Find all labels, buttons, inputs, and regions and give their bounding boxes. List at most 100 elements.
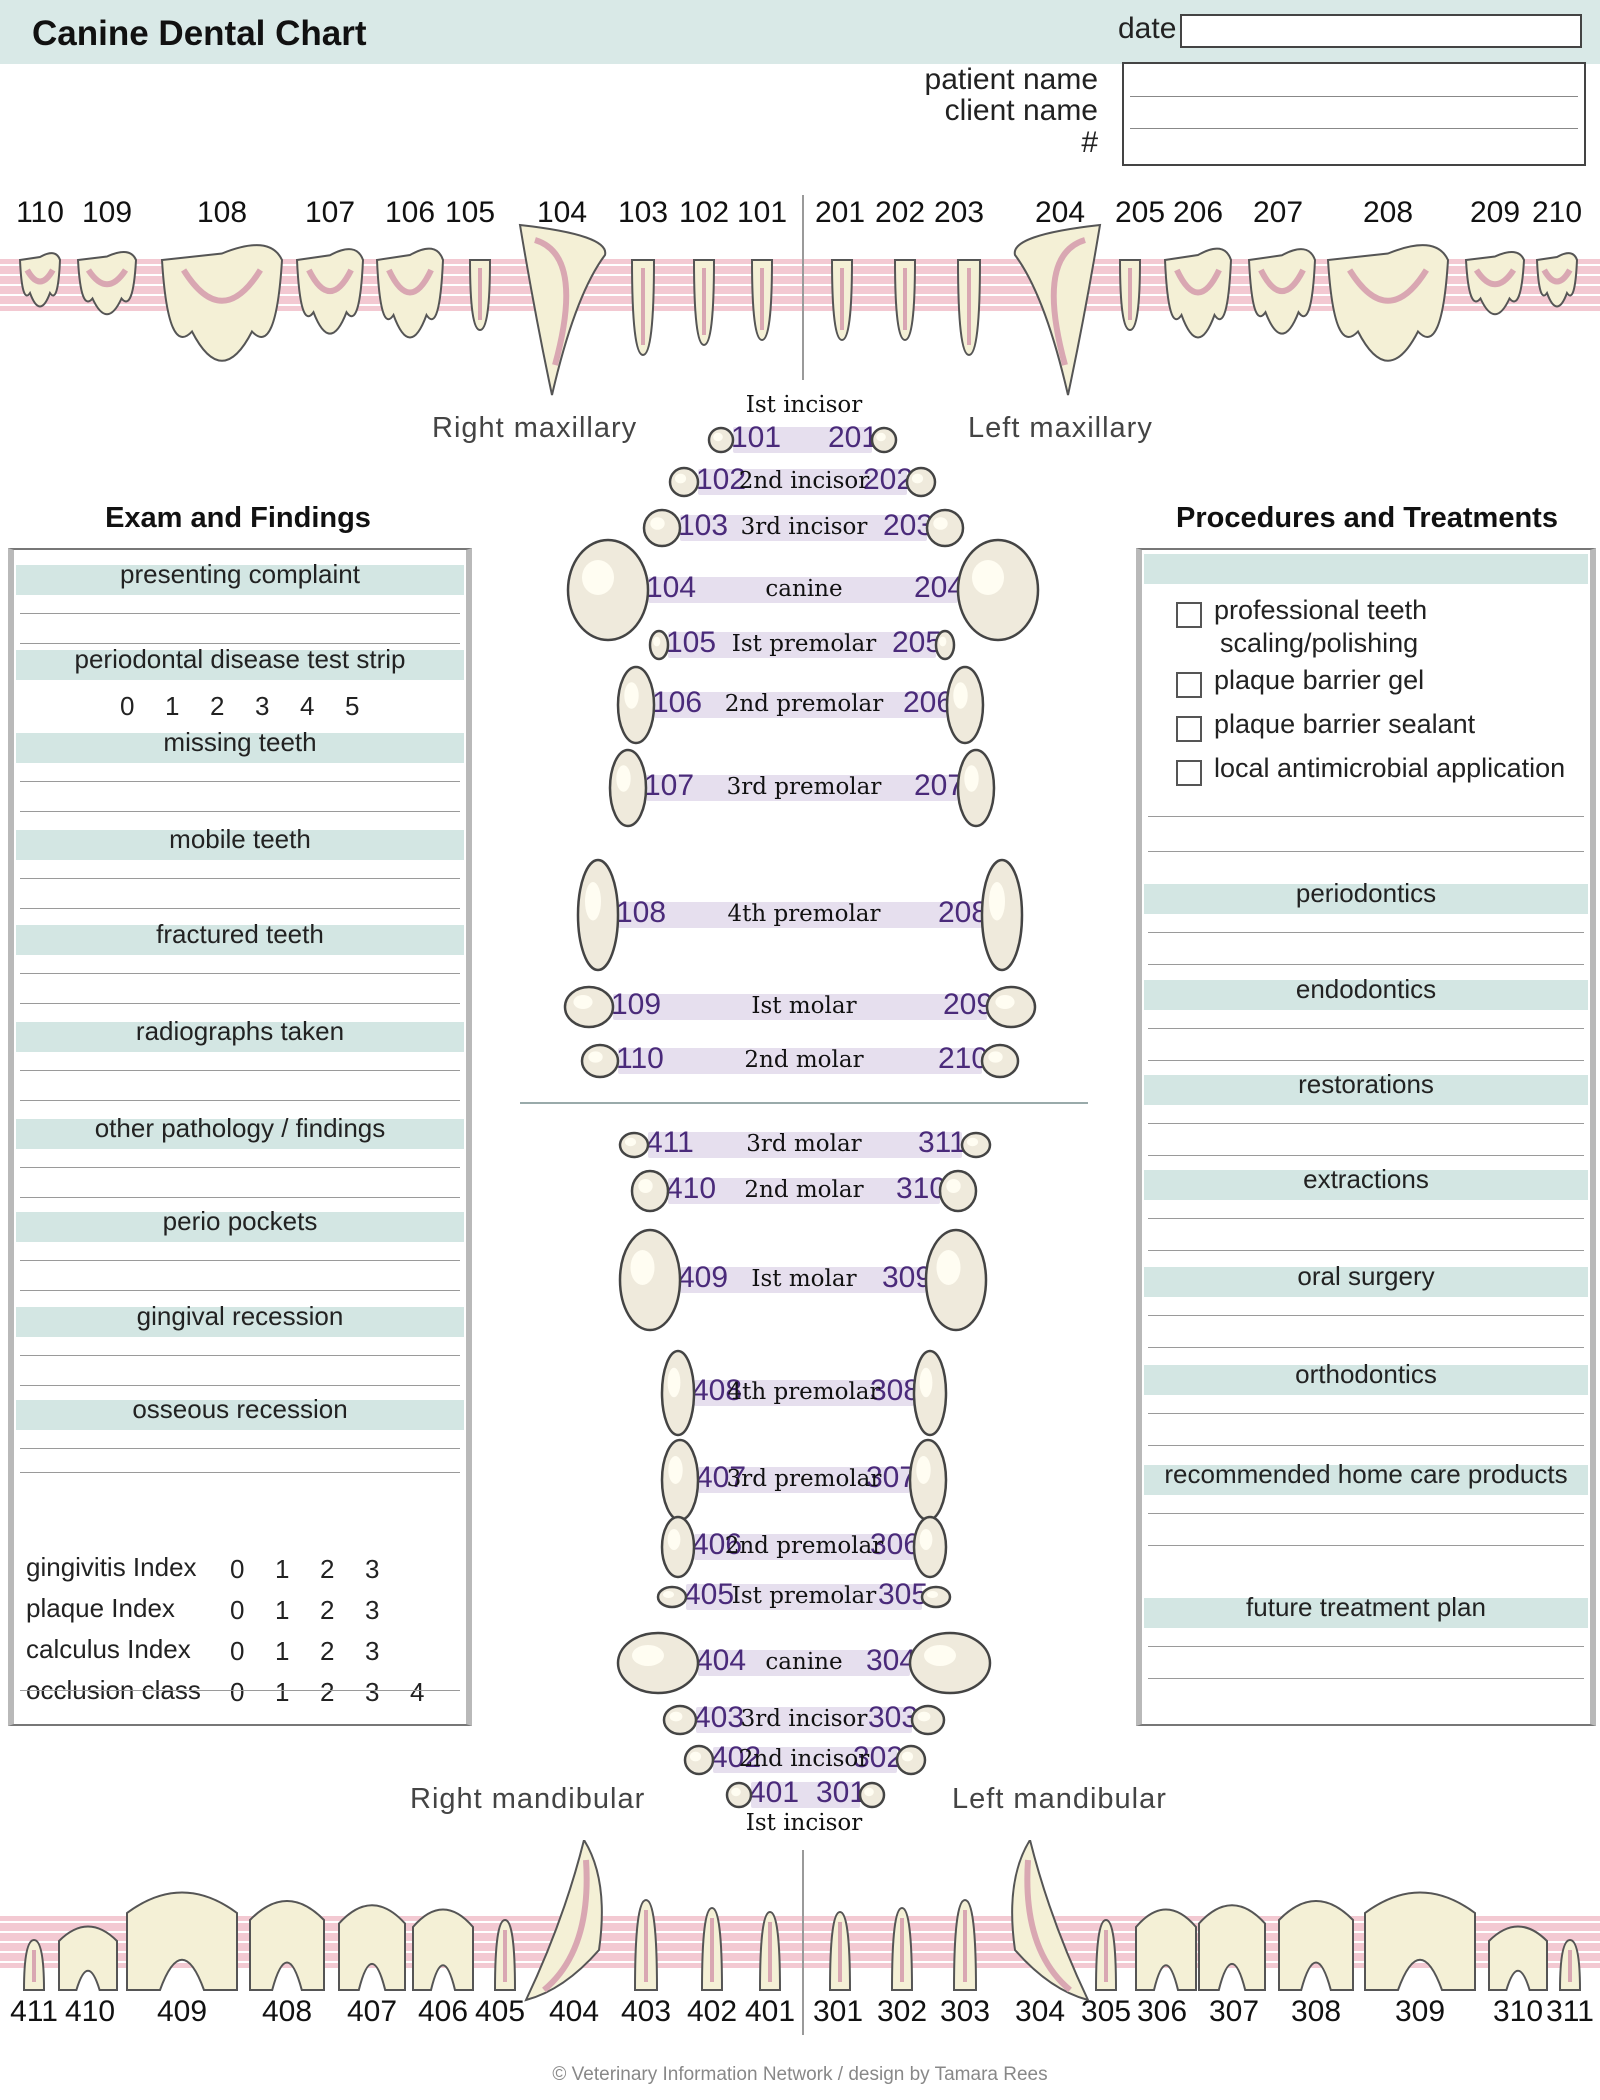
upper-tooth bbox=[76, 251, 138, 316]
patient-info-box[interactable] bbox=[1122, 62, 1586, 166]
index-score[interactable]: 2 bbox=[320, 1595, 335, 1625]
exam-section-band bbox=[16, 565, 464, 595]
procedure-write-line[interactable] bbox=[1148, 1445, 1584, 1446]
exam-write-line[interactable] bbox=[20, 1070, 460, 1071]
exam-write-line[interactable] bbox=[20, 878, 460, 879]
procedure-checkbox-label: plaque barrier sealant bbox=[1214, 709, 1476, 739]
procedure-write-line[interactable] bbox=[1148, 1678, 1584, 1679]
index-score[interactable]: 0 bbox=[230, 1554, 245, 1584]
occlusal-tooth-107-highlight bbox=[616, 765, 631, 792]
index-score[interactable]: 2 bbox=[320, 1636, 335, 1666]
lower-canine-right bbox=[524, 1840, 603, 2002]
index-score[interactable]: 1 bbox=[275, 1554, 290, 1584]
procedure-write-line[interactable] bbox=[1148, 816, 1584, 817]
procedure-write-line[interactable] bbox=[1148, 1413, 1584, 1414]
index-score[interactable]: 1 bbox=[275, 1677, 290, 1707]
exam-write-line[interactable] bbox=[20, 1290, 460, 1291]
occlusal-tooth-302-highlight bbox=[901, 1751, 914, 1762]
exam-write-line[interactable] bbox=[20, 908, 460, 909]
procedure-write-line[interactable] bbox=[1148, 1545, 1584, 1546]
index-score[interactable]: 0 bbox=[230, 1677, 245, 1707]
test-strip-score[interactable]: 0 bbox=[120, 691, 135, 721]
index-score[interactable]: 0 bbox=[230, 1595, 245, 1625]
procedure-checkbox[interactable] bbox=[1176, 672, 1202, 698]
test-strip-score[interactable]: 5 bbox=[345, 691, 360, 721]
index-score[interactable]: 1 bbox=[275, 1636, 290, 1666]
occlusal-row-band bbox=[618, 902, 982, 928]
upper-tooth bbox=[468, 259, 492, 332]
test-strip-score[interactable]: 1 bbox=[165, 691, 180, 721]
exam-write-line[interactable] bbox=[20, 1472, 460, 1473]
occlusal-number-right: 410 bbox=[666, 1172, 717, 1205]
exam-write-line[interactable] bbox=[20, 781, 460, 782]
occlusal-tooth-301-highlight bbox=[864, 1787, 874, 1797]
index-score[interactable]: 2 bbox=[320, 1677, 335, 1707]
occlusal-bottom-label: Ist incisor bbox=[745, 1810, 863, 1836]
index-score[interactable]: 3 bbox=[365, 1595, 380, 1625]
procedure-write-line[interactable] bbox=[1148, 851, 1584, 852]
occlusal-tooth-411-highlight bbox=[624, 1137, 637, 1147]
exam-write-line[interactable] bbox=[20, 1355, 460, 1356]
procedure-write-line[interactable] bbox=[1148, 1218, 1584, 1219]
occlusal-number-right: 104 bbox=[646, 571, 697, 604]
test-strip-score[interactable]: 4 bbox=[300, 691, 315, 721]
procedure-section-band bbox=[1144, 1465, 1588, 1495]
index-score[interactable]: 1 bbox=[275, 1595, 290, 1625]
index-score[interactable]: 4 bbox=[410, 1677, 425, 1707]
exam-write-line[interactable] bbox=[20, 1260, 460, 1261]
procedure-write-line[interactable] bbox=[1148, 1155, 1584, 1156]
index-score[interactable]: 2 bbox=[320, 1554, 335, 1584]
lower-tooth bbox=[338, 1904, 406, 1991]
procedure-write-line[interactable] bbox=[1148, 932, 1584, 933]
lower-tooth-number: 409 bbox=[156, 1995, 208, 2028]
procedure-write-line[interactable] bbox=[1148, 1347, 1584, 1348]
procedure-write-line[interactable] bbox=[1148, 1250, 1584, 1251]
occlusal-tooth-109-highlight bbox=[573, 995, 593, 1009]
procedure-write-line[interactable] bbox=[1148, 1513, 1584, 1514]
index-score[interactable]: 3 bbox=[365, 1636, 380, 1666]
occlusal-tooth-name: 4th premolar bbox=[727, 1379, 881, 1405]
exam-write-line[interactable] bbox=[20, 643, 460, 644]
lower-tooth-number: 311 bbox=[1546, 1995, 1594, 2028]
test-strip-score[interactable]: 2 bbox=[210, 691, 225, 721]
occlusal-tooth-306-highlight bbox=[919, 1529, 933, 1550]
procedure-write-line[interactable] bbox=[1148, 964, 1584, 965]
exam-section-band bbox=[16, 1022, 464, 1052]
procedure-write-line[interactable] bbox=[1148, 1315, 1584, 1316]
procedure-write-line[interactable] bbox=[1148, 1028, 1584, 1029]
occlusal-row-band bbox=[694, 1534, 914, 1560]
exam-write-line[interactable] bbox=[20, 613, 460, 614]
upper-tooth bbox=[893, 259, 917, 342]
procedure-checkbox[interactable] bbox=[1176, 760, 1202, 786]
procedure-write-line[interactable] bbox=[1148, 1060, 1584, 1061]
procedure-checkbox[interactable] bbox=[1176, 602, 1202, 628]
index-score[interactable]: 3 bbox=[365, 1677, 380, 1707]
occlusal-number-left: 207 bbox=[914, 769, 965, 802]
index-label: gingivitis Index bbox=[26, 1552, 197, 1582]
upper-tooth-number: 105 bbox=[444, 196, 496, 229]
procedure-section-band bbox=[1144, 1365, 1588, 1395]
exam-write-line[interactable] bbox=[20, 1448, 460, 1449]
exam-write-line[interactable] bbox=[20, 1003, 460, 1004]
exam-write-line[interactable] bbox=[20, 973, 460, 974]
date-field[interactable] bbox=[1180, 14, 1582, 48]
occlusal-number-left: 311 bbox=[918, 1126, 966, 1159]
procedure-write-line[interactable] bbox=[1148, 1646, 1584, 1647]
index-score[interactable]: 0 bbox=[230, 1636, 245, 1666]
index-score[interactable]: 3 bbox=[365, 1554, 380, 1584]
exam-write-line[interactable] bbox=[20, 811, 460, 812]
exam-write-line[interactable] bbox=[20, 1167, 460, 1168]
exam-write-line[interactable] bbox=[20, 1385, 460, 1386]
procedure-checkbox[interactable] bbox=[1176, 716, 1202, 742]
exam-section-band bbox=[16, 925, 464, 955]
test-strip-score[interactable]: 3 bbox=[255, 691, 270, 721]
exam-section-label: fractured teeth bbox=[156, 919, 324, 949]
occlusal-tooth-305-highlight bbox=[926, 1591, 939, 1598]
exam-write-line[interactable] bbox=[20, 1197, 460, 1198]
procedure-section-label: periodontics bbox=[1295, 878, 1437, 908]
lower-tooth-number: 406 bbox=[417, 1995, 469, 2028]
procedure-write-line[interactable] bbox=[1148, 1123, 1584, 1124]
upper-tooth bbox=[750, 259, 774, 342]
exam-write-line[interactable] bbox=[20, 1100, 460, 1101]
lower-tooth-number: 309 bbox=[1394, 1995, 1446, 2028]
